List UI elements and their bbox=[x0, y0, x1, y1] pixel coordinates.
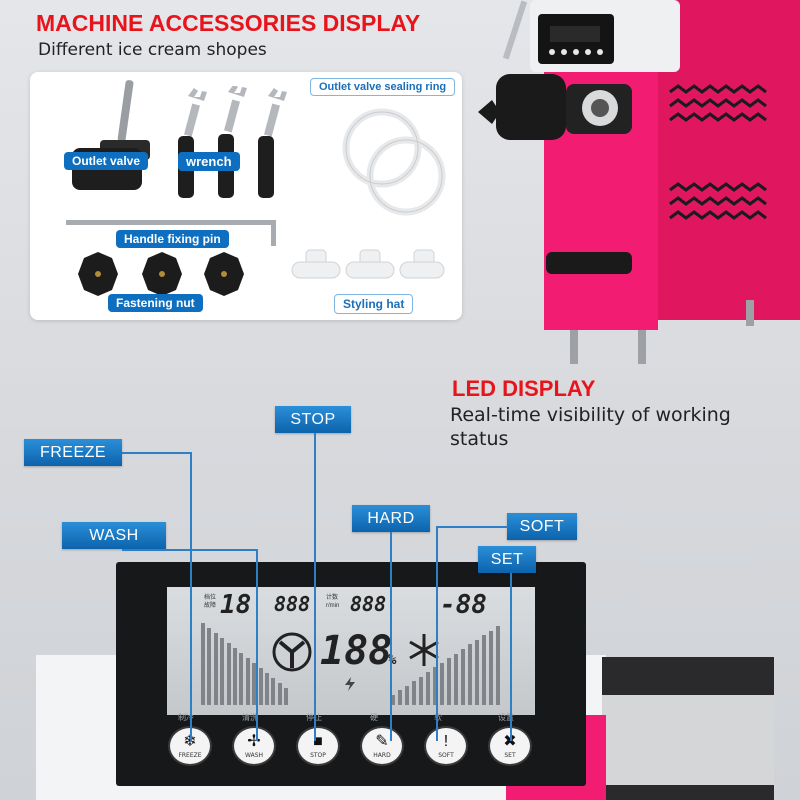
soft-tag: SOFT bbox=[507, 513, 577, 540]
button-label: FREEZE bbox=[178, 751, 202, 759]
level-bar bbox=[461, 649, 465, 705]
level-bar bbox=[284, 688, 289, 705]
level-bar bbox=[213, 633, 218, 705]
level-bar bbox=[412, 681, 416, 705]
accessories-title: MACHINE ACCESSORIES DISPLAY bbox=[36, 10, 421, 36]
level-bar bbox=[468, 644, 472, 705]
fastening-nut-image bbox=[78, 252, 244, 296]
button-cn-label: 软 bbox=[434, 713, 442, 722]
button-label: WASH bbox=[244, 751, 264, 759]
level-bar bbox=[482, 635, 486, 705]
sealing-ring-label: Outlet valve sealing ring bbox=[310, 78, 456, 96]
lcd-digits-right: -88 bbox=[440, 590, 487, 620]
level-bar bbox=[226, 643, 231, 705]
lcd-digits-mid2: 888 bbox=[350, 592, 387, 616]
level-bar bbox=[433, 667, 437, 705]
fan-icon: ✢ bbox=[247, 732, 261, 750]
sealing-ring-image bbox=[342, 108, 446, 216]
lcd-digits-left: 18 bbox=[220, 590, 252, 620]
level-bar bbox=[447, 658, 451, 705]
level-bar bbox=[277, 683, 282, 705]
level-bars-right bbox=[391, 623, 503, 705]
level-bar bbox=[252, 663, 257, 705]
wrench-label: wrench bbox=[178, 152, 240, 171]
level-bar bbox=[475, 639, 479, 705]
handle-pin-image bbox=[66, 220, 276, 246]
set-tag: SET bbox=[478, 546, 536, 573]
outlet-valve-image bbox=[72, 80, 150, 190]
lcd-screen bbox=[167, 587, 535, 715]
button-cn-label: 设置 bbox=[498, 713, 514, 722]
level-bar bbox=[233, 648, 237, 705]
fastening-nut-label: Fastening nut bbox=[108, 294, 203, 312]
button-label: SOFT bbox=[438, 751, 454, 759]
wash-button[interactable]: ✢WASH bbox=[232, 726, 276, 766]
level-bar bbox=[239, 653, 244, 705]
wash-tag: WASH bbox=[62, 522, 166, 549]
level-bar bbox=[426, 672, 430, 705]
hard-tag: HARD bbox=[352, 505, 430, 532]
button-label: HARD bbox=[373, 751, 391, 759]
level-bar bbox=[258, 668, 263, 705]
ice-cream-machine-image bbox=[478, 0, 800, 364]
level-bar bbox=[391, 695, 395, 705]
accessories-card: Outlet valve wrench Outlet valve sealing… bbox=[30, 72, 462, 320]
snowflake-display-icon bbox=[409, 634, 439, 666]
led-subtitle-line1: Real-time visibility of working bbox=[450, 404, 731, 426]
hard-button[interactable]: ✎HARD bbox=[360, 726, 404, 766]
level-bar bbox=[207, 628, 212, 705]
styling-hat-image bbox=[291, 249, 445, 279]
handle-pin-label: Handle fixing pin bbox=[116, 230, 229, 248]
level-bar bbox=[271, 678, 276, 705]
level-bar bbox=[440, 662, 444, 705]
level-bars-left bbox=[201, 623, 291, 705]
styling-hat-label: Styling hat bbox=[334, 294, 414, 314]
freeze-tag: FREEZE bbox=[24, 439, 122, 466]
lcd-digits-mid: 888 bbox=[274, 592, 311, 616]
button-label: SET bbox=[504, 751, 516, 759]
lightning-icon bbox=[345, 677, 355, 691]
level-bar bbox=[220, 638, 225, 705]
stop-button[interactable]: ■STOP bbox=[296, 726, 340, 766]
lcd-mode-label: 档位 故障 bbox=[204, 595, 217, 609]
feather-icon: ✎ bbox=[375, 732, 389, 750]
level-bar bbox=[398, 690, 402, 705]
stop-square-icon: ■ bbox=[313, 732, 323, 750]
button-cn-label: 制冷 bbox=[178, 713, 194, 722]
lcd-count-label: 计数 r/min bbox=[326, 595, 340, 609]
wrench-image bbox=[178, 86, 287, 198]
level-bar bbox=[496, 626, 500, 705]
stop-tag: STOP bbox=[275, 406, 351, 433]
exclamation-icon: ! bbox=[443, 732, 449, 750]
level-bar bbox=[245, 658, 250, 705]
tools-icon: ✖ bbox=[503, 732, 517, 750]
level-bar bbox=[419, 676, 423, 705]
button-cn-label: 清洗 bbox=[242, 713, 258, 722]
lcd-big-digits: 188 bbox=[320, 628, 393, 674]
outlet-valve-label: Outlet valve bbox=[64, 152, 149, 170]
level-bar bbox=[454, 653, 458, 705]
level-bar bbox=[201, 623, 205, 705]
led-title: LED DISPLAY bbox=[452, 376, 596, 401]
led-subtitle-line2: status bbox=[450, 428, 509, 450]
soft-button[interactable]: !SOFT bbox=[424, 726, 468, 766]
accessories-subtitle: Different ice cream shopes bbox=[38, 40, 267, 60]
fan-blade-icon bbox=[272, 632, 312, 672]
button-label: STOP bbox=[310, 751, 326, 759]
level-bar bbox=[489, 630, 493, 705]
button-cn-label: 硬 bbox=[370, 713, 378, 722]
level-bar bbox=[405, 685, 409, 705]
lcd-percent: % bbox=[388, 652, 397, 668]
level-bar bbox=[265, 673, 269, 705]
